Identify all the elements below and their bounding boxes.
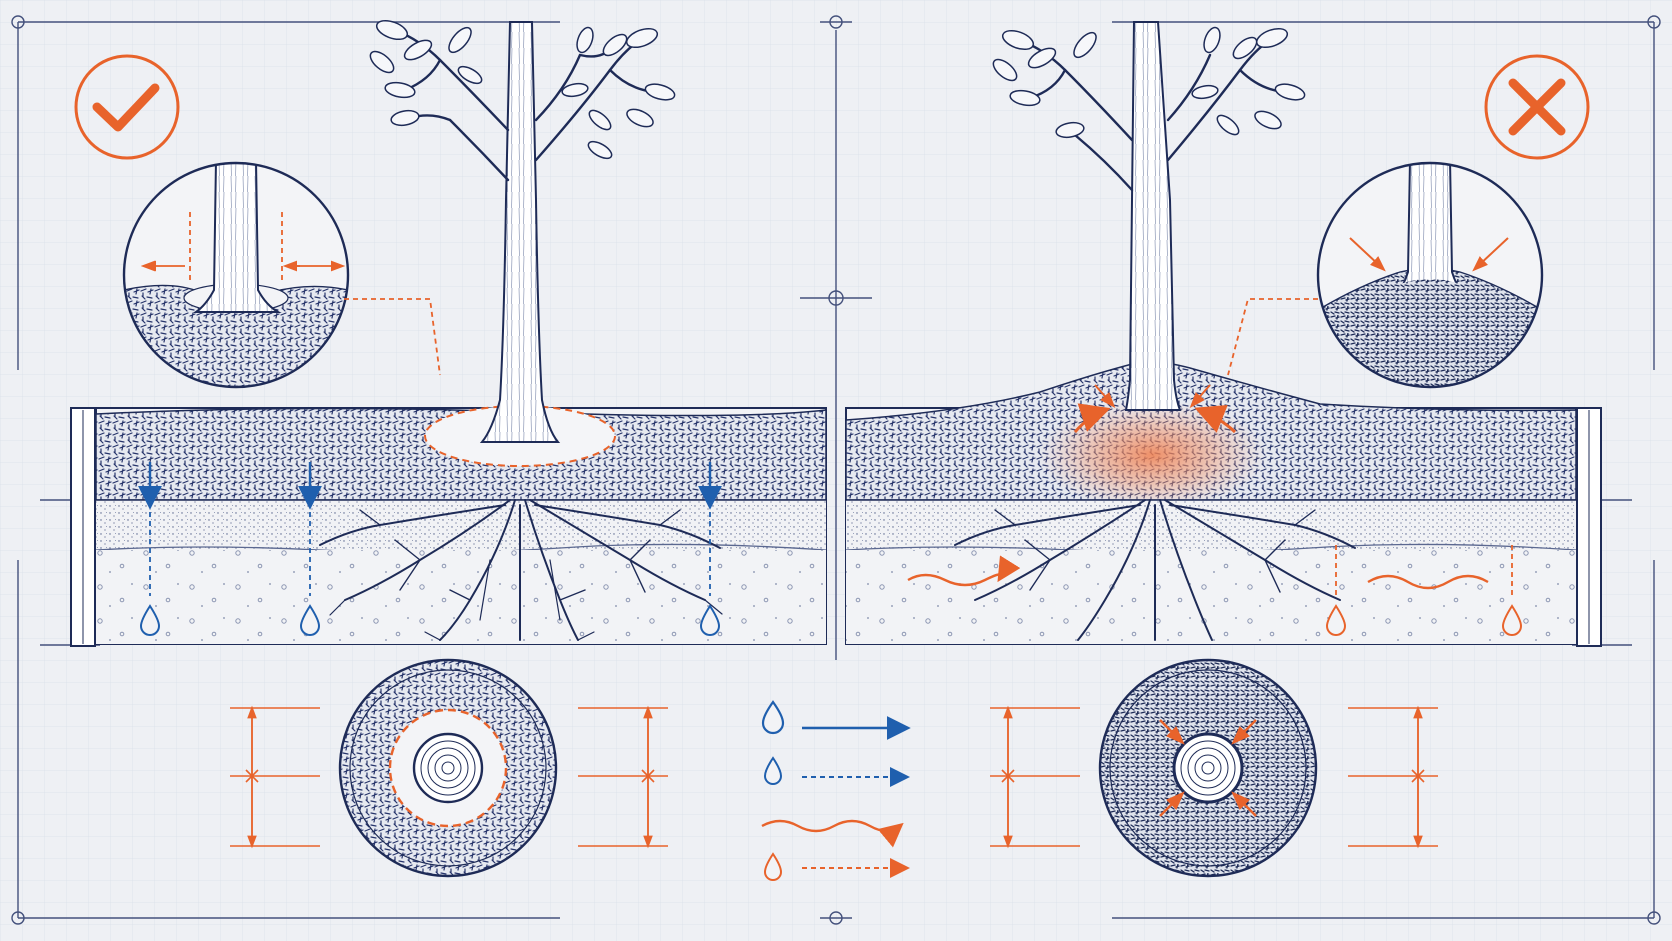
- water-drop-icon: [761, 700, 785, 735]
- water-drop-icon: [763, 756, 783, 785]
- leaves: [992, 26, 1306, 139]
- tree-healthy: [369, 19, 676, 443]
- panel-correct: [70, 19, 827, 878]
- legend-item-seepage: [763, 756, 910, 787]
- legend-item-runoff: [761, 819, 904, 848]
- topsoil-layer: [96, 500, 826, 550]
- panel-incorrect: [845, 21, 1602, 878]
- moisture-trap-arrows: [1073, 384, 1237, 434]
- root-system-stressed: [954, 499, 1356, 641]
- trunk-rings: [412, 732, 484, 804]
- legend-item-trapped: [763, 852, 910, 881]
- check-icon: [92, 83, 160, 132]
- water-drop-icon: [139, 604, 721, 636]
- wave-icon: [907, 555, 1021, 587]
- water-drop-icon: [1325, 604, 1523, 636]
- legend-item-drainage: [761, 700, 911, 740]
- plan-view-correct: [338, 658, 558, 878]
- dimension-lines-right: [990, 705, 1438, 849]
- verdict-cross-badge: [1484, 54, 1590, 160]
- detail-lens-correct: [122, 161, 441, 389]
- wave-icon: [761, 819, 904, 848]
- water-drainage-arrows: [138, 462, 722, 636]
- lateral-runoff-arrows: [907, 545, 1523, 636]
- tree-stressed: [992, 21, 1306, 411]
- trunk: [1124, 21, 1182, 411]
- cross-icon: [1508, 78, 1566, 136]
- subsoil-layer: [846, 550, 1576, 644]
- root-system-healthy: [319, 499, 723, 641]
- water-drop-icon: [763, 852, 783, 881]
- dimension-lines-left: [230, 705, 668, 849]
- rot-zone: [1037, 400, 1267, 510]
- detail-lens-incorrect: [1227, 161, 1544, 389]
- wave-icon: [1367, 574, 1489, 590]
- trunk-rings: [1172, 732, 1244, 804]
- trunk: [479, 21, 561, 443]
- compression-arrows: [1159, 719, 1257, 817]
- lens-leader-line: [344, 298, 441, 376]
- topsoil-layer: [846, 500, 1576, 550]
- legend: [761, 700, 911, 881]
- verdict-check-badge: [74, 54, 180, 160]
- leaves: [369, 19, 676, 160]
- plan-view-incorrect: [1098, 658, 1318, 878]
